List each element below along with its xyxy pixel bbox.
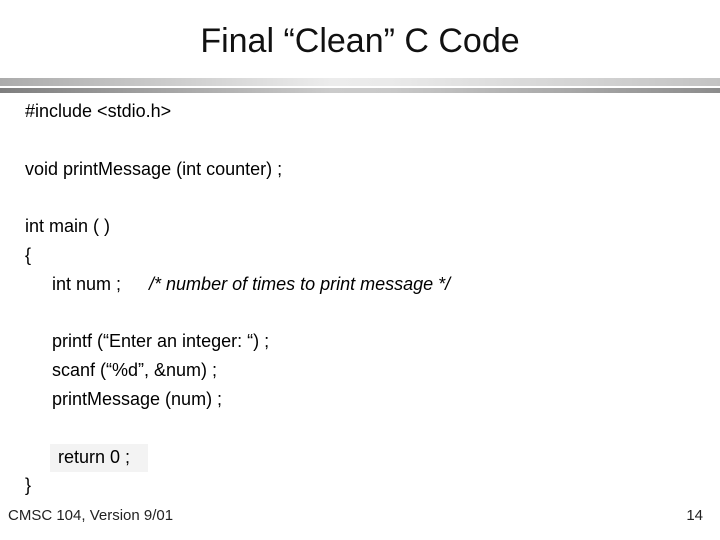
- title-divider-bottom-rule: [0, 88, 720, 93]
- code-text: printf (“Enter an integer: “) ;: [52, 331, 270, 352]
- code-text: {: [25, 244, 32, 265]
- code-text: void printMessage (int counter) ;: [25, 158, 283, 179]
- code-line: return 0 ;: [0, 443, 720, 472]
- title-divider-top-rule: [0, 78, 720, 86]
- code-text: return 0 ;: [50, 443, 149, 472]
- code-line: printMessage (num) ;: [0, 385, 720, 414]
- code-text: printMessage (num) ;: [52, 388, 223, 409]
- code-line: #include <stdio.h>: [0, 97, 720, 126]
- code-line: {: [0, 241, 720, 270]
- code-line: [0, 414, 720, 443]
- slide-title: Final “Clean” C Code: [200, 22, 520, 60]
- code-text: #include <stdio.h>: [25, 101, 172, 121]
- code-block: #include <stdio.h> void printMessage (int…: [0, 97, 720, 500]
- code-line: int main ( ): [0, 212, 720, 241]
- code-line: [0, 126, 720, 155]
- code-comment: /* number of times to print message */: [149, 273, 451, 294]
- code-line: scanf (“%d”, &num) ;: [0, 356, 720, 385]
- code-text: }: [25, 475, 32, 496]
- code-text: scanf (“%d”, &num) ;: [52, 360, 218, 381]
- code-text: int main ( ): [25, 216, 111, 237]
- footer-course-label: CMSC 104, Version 9/01: [8, 507, 174, 524]
- code-line: [0, 183, 720, 212]
- code-line: void printMessage (int counter) ;: [0, 155, 720, 184]
- code-line: printf (“Enter an integer: “) ;: [0, 327, 720, 356]
- code-text: int num ;: [52, 273, 122, 294]
- code-line: }: [0, 471, 720, 500]
- page-number: 14: [686, 507, 703, 524]
- code-line: [0, 299, 720, 328]
- code-line: int num ; /* number of times to print mes…: [0, 270, 720, 299]
